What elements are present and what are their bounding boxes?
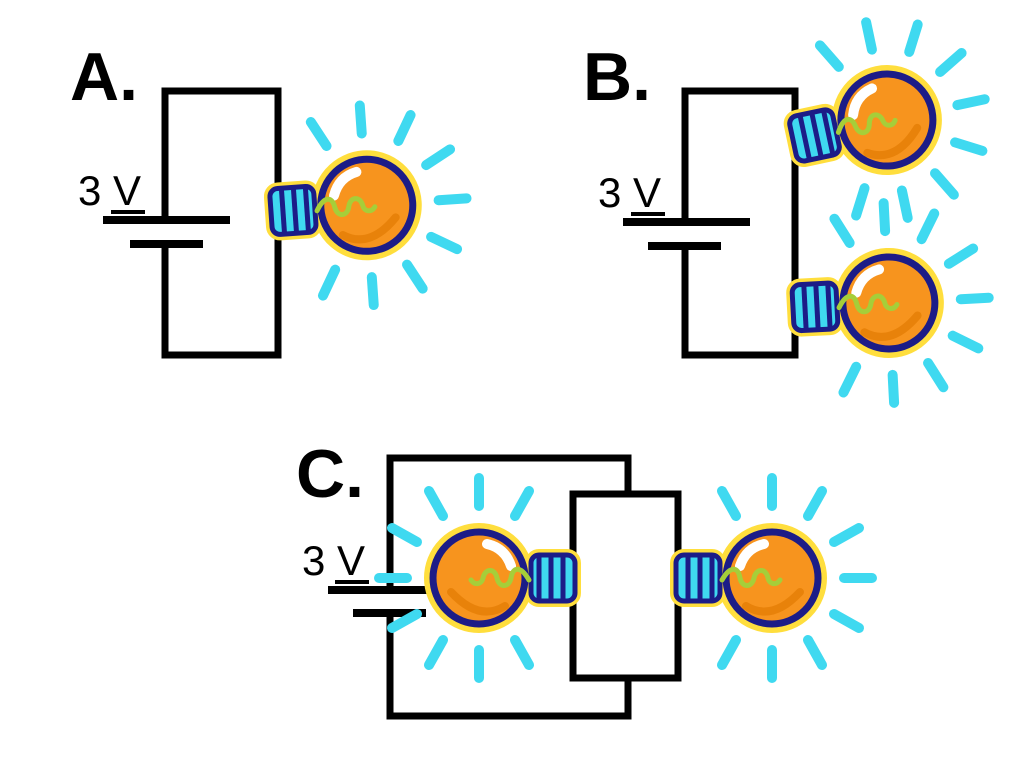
bulb-icon [676, 478, 872, 678]
circuit-c-bottom-wires [386, 613, 632, 720]
diagram-c-label: C. [296, 436, 364, 512]
diagram-c: C. 3 V [296, 436, 872, 720]
battery-c-voltage: 3 V [302, 537, 365, 584]
diagram-a-label: A. [70, 39, 138, 115]
battery-a: 3 V [78, 167, 230, 248]
battery-a-voltage: 3 V [78, 167, 141, 214]
bulb-icon [788, 198, 994, 408]
bulb-icon [379, 478, 575, 678]
circuit-c-parallel-rails [569, 490, 682, 682]
battery-b: 3 V [598, 169, 750, 250]
bulb-icon [772, 1, 1005, 237]
diagram-b-label: B. [583, 39, 651, 115]
diagram-b: B. 3 V [583, 1, 1006, 407]
battery-b-voltage: 3 V [598, 169, 661, 216]
diagram-a: A. 3 V [70, 39, 473, 359]
circuit-b-wires [681, 87, 799, 359]
bulb-icon [264, 99, 473, 312]
